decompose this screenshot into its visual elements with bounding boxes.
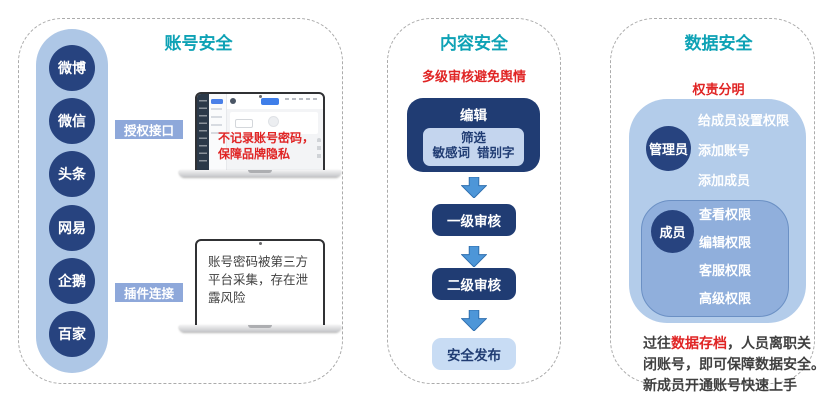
platform-badge-qie: 企鹅 [49,257,95,304]
account-security-panel: 账号安全 微博 微信 头条 网易 企鹅 百家 授权接口 插件连接 不记录账号密码 [18,18,343,384]
platform-badge-weibo: 微博 [49,45,95,91]
platform-badge-toutiao: 头条 [49,151,95,198]
flow-step-edit-label: 编辑 [460,108,487,123]
note-line: 新成员开通账号快速上手 [643,377,797,393]
note-text: 过往 [643,335,671,351]
flow-substep-filter: 筛选 [460,131,486,145]
note-highlight: 数据存档 [671,335,727,351]
dashboard-thumbnail-widgets [317,138,321,162]
avatar-icon [230,98,236,104]
note-text: ，人员离职关 [727,335,811,351]
member-permission-list: 查看权限 编辑权限 客服权限 高级权限 [699,201,751,307]
dashboard-thumbnail-card [230,112,318,134]
laptop-mockup-risk: 账号密码被第三方平台采集，存在泄露风险 [179,239,341,332]
permission-item: 客服权限 [699,263,752,278]
connector-label-plugin: 插件连接 [115,283,183,302]
dashboard-thumbnail-topnav [285,98,319,100]
permission-item: 添加账号 [698,143,751,158]
content-security-panel: 内容安全 多级审核避免舆情 编辑 筛选 敏感词 错别字 一级审核 二级审核 安全… [387,18,561,384]
flow-step-review1: 一级审核 [432,204,516,236]
data-subtitle: 权责分明 [692,82,745,97]
flow-step-review2: 二级审核 [432,268,516,300]
platform-badge-baijia: 百家 [49,310,95,357]
flow-step-edit: 编辑 筛选 敏感词 错别字 [407,98,540,172]
platform-badge-wangyi: 网易 [49,204,95,251]
arrow-down-icon [461,177,487,198]
flow-substeps: 筛选 敏感词 错别字 [423,128,524,166]
dashboard-thumbnail-sidebar [197,94,209,170]
note-line: 闭账号，即可保障数据安全。 [643,356,825,372]
privacy-overlay-text: 不记录账号密码，保障品牌隐私 [218,131,315,161]
laptop-mockup-dashboard: 不记录账号密码，保障品牌隐私 [179,92,341,177]
role-badge-member: 成员 [651,210,694,253]
permission-item: 查看权限 [699,207,752,222]
panel-title-account: 账号安全 [164,34,233,53]
role-badge-admin: 管理员 [646,126,691,171]
dashboard-thumbnail-button [261,98,279,105]
laptop-screen: 不记录账号密码，保障品牌隐私 [195,92,325,171]
arrow-down-icon [461,310,487,331]
laptop-base [179,170,341,177]
admin-group: 管理员 给成员设置权限 添加账号 添加成员 成员 查看权限 编辑权限 客服权限 … [629,99,806,323]
permission-item: 高级权限 [699,291,752,306]
note-line: 过往数据存档，人员离职关 [643,333,825,354]
platform-sidebar: 微博 微信 头条 网易 企鹅 百家 [36,29,108,373]
permission-item: 编辑权限 [699,235,752,250]
data-archive-note: 过往数据存档，人员离职关 闭账号，即可保障数据安全。 新成员开通账号快速上手 [643,333,825,396]
laptop-base [179,325,341,332]
connector-label-auth-api: 授权接口 [115,120,183,139]
content-subtitle: 多级审核避免舆情 [421,69,526,84]
permission-item: 给成员设置权限 [698,113,790,128]
permission-item: 添加成员 [698,173,751,188]
data-security-panel: 数据安全 权责分明 管理员 给成员设置权限 添加账号 添加成员 成员 查看权限 … [610,18,825,393]
member-group: 成员 查看权限 编辑权限 客服权限 高级权限 [641,200,789,317]
risk-note-text: 账号密码被第三方平台采集，存在泄露风险 [208,255,309,305]
flow-substep-words: 敏感词 错别字 [432,146,515,160]
dashboard-thumbnail-content [227,109,323,170]
admin-permission-list: 给成员设置权限 添加账号 添加成员 [698,99,789,189]
arrow-down-icon [461,246,487,267]
panel-title-data: 数据安全 [684,34,753,53]
dashboard-thumbnail-submenu [209,94,227,170]
flow-step-publish: 安全发布 [432,338,516,370]
panel-title-content: 内容安全 [440,34,508,53]
platform-badge-weixin: 微信 [49,98,95,145]
laptop-screen: 账号密码被第三方平台采集，存在泄露风险 [195,239,325,326]
